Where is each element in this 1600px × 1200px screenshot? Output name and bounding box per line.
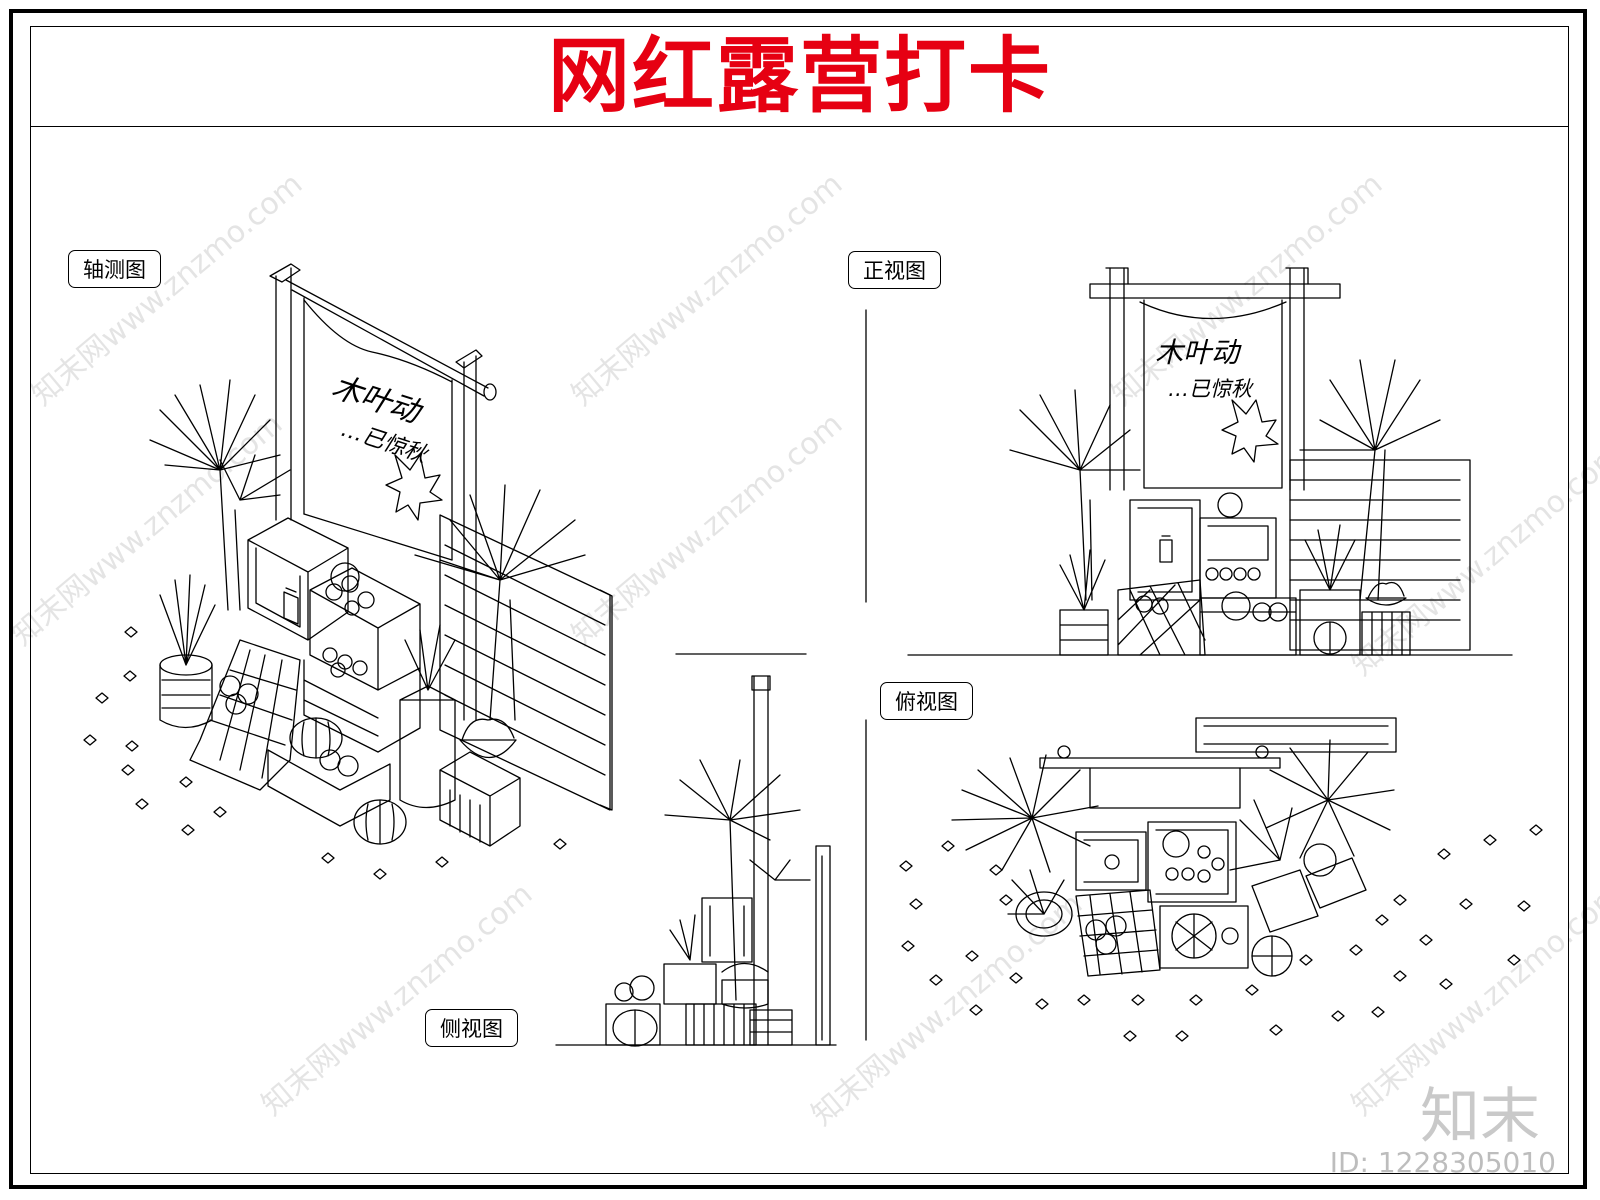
drawing-border-inner — [30, 26, 1569, 1174]
palm-top-left — [952, 755, 1098, 872]
front-view-drawing: 木叶动 …已惊秋 — [866, 268, 1512, 655]
sign-text-line2: …已惊秋 — [338, 417, 431, 469]
drawing-border-outer — [9, 9, 1587, 1189]
side-view-drawing — [556, 654, 836, 1046]
image-id: ID: 1228305010 — [1329, 1146, 1556, 1179]
view-label-front: 正视图 — [848, 251, 941, 289]
sign-text-line1: 木叶动 — [1155, 336, 1242, 369]
scattered-leaves — [900, 825, 1542, 1041]
sign-text-line1: 木叶动 — [328, 369, 427, 431]
scattered-leaves — [84, 627, 566, 879]
title-divider — [30, 126, 1569, 127]
top-view-drawing — [866, 718, 1542, 1041]
axonometric-drawing: 木叶动 …已惊秋 — [84, 264, 612, 879]
view-label-top: 俯视图 — [880, 682, 973, 720]
brand-logo: 知末 — [1420, 1082, 1540, 1152]
sign-text-line2: …已惊秋 — [1168, 377, 1254, 401]
drawing-title: 网红露营打卡 — [547, 28, 1052, 124]
view-label-side: 侧视图 — [425, 1009, 518, 1047]
palm-top-right — [1230, 740, 1394, 870]
view-label-axonometric: 轴测图 — [68, 250, 161, 288]
